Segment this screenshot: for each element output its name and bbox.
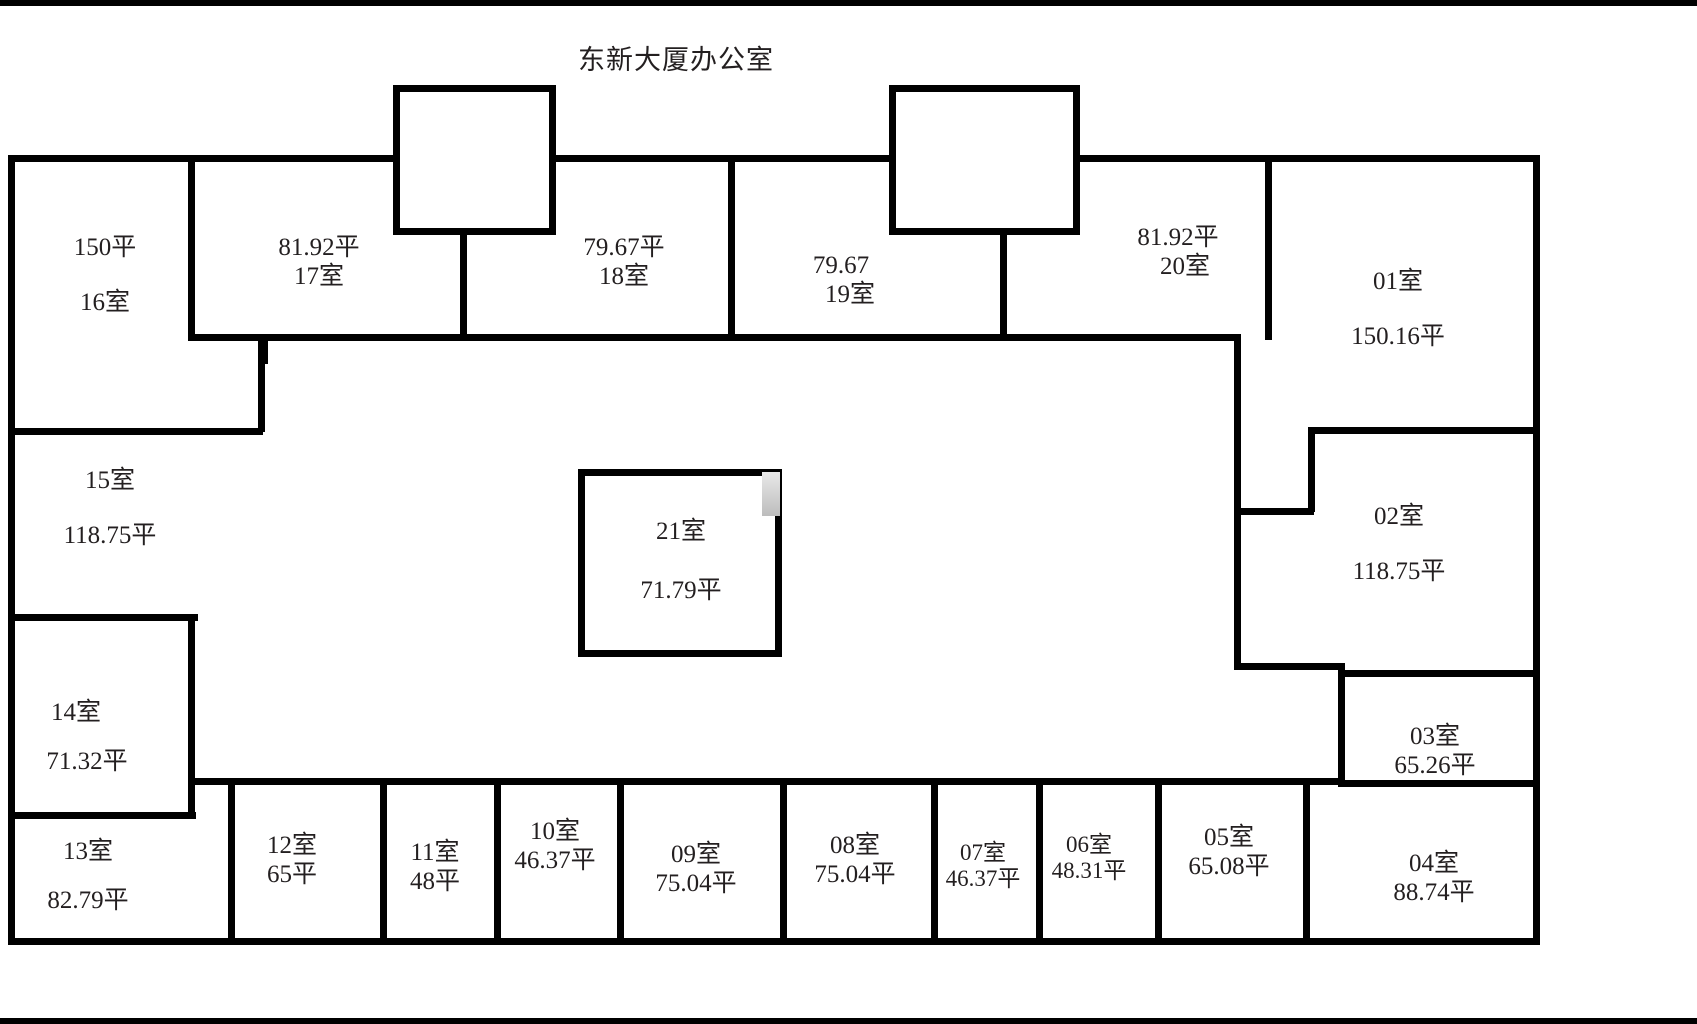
wall-01-02-inner-left — [1234, 334, 1241, 514]
room-label-21: 21室 71.79平 — [640, 518, 722, 604]
wall-top-mid — [549, 155, 891, 162]
wall-outer-right — [1533, 155, 1540, 945]
wall-corridor-north — [261, 334, 1241, 341]
wall-top-left — [8, 155, 393, 162]
wall-stairbox-b-top — [889, 85, 1079, 92]
room-label-17: 81.92平 17室 — [278, 234, 360, 290]
room-label-16: 150平 16室 — [73, 234, 137, 316]
room-label-15: 15室 118.75平 — [63, 467, 157, 549]
room-label-13: 13室 82.79平 — [47, 838, 129, 914]
wall-outer-bottom — [8, 938, 1540, 945]
wall-stairbox-b-left — [889, 85, 896, 235]
wall-20-01-divider — [1265, 155, 1272, 340]
room-label-02: 02室 118.75平 — [1352, 503, 1446, 585]
page-top-edge — [0, 0, 1697, 6]
wall-05-04-divider — [1303, 778, 1310, 944]
room-label-05: 05室 65.08平 — [1188, 824, 1270, 880]
wall-16-15-divider — [8, 428, 263, 435]
wall-07-06-divider — [1036, 778, 1043, 944]
wall-21-left — [578, 469, 585, 656]
room-label-07: 07室 46.37平 — [945, 840, 1021, 892]
wall-14-step — [188, 778, 195, 818]
wall-14-13-divider — [8, 812, 196, 819]
room-label-12: 12室 65平 — [266, 832, 318, 888]
wall-08-07-divider — [931, 778, 938, 944]
wall-outer-left — [8, 155, 15, 945]
wall-18-19-divider — [728, 155, 735, 340]
room-label-04: 04室 88.74平 — [1393, 850, 1475, 906]
room-label-10: 10室 46.37平 — [514, 818, 596, 874]
wall-21-top — [578, 469, 782, 476]
wall-14-right — [188, 614, 195, 784]
wall-11-10-divider — [494, 778, 501, 944]
wall-03-04-divider — [1338, 780, 1540, 787]
room-label-14: 14室 71.32平 — [46, 699, 128, 775]
page-title: 东新大厦办公室 — [578, 45, 774, 75]
wall-02-03-divider — [1338, 670, 1540, 677]
scan-artifact-mark — [762, 472, 780, 516]
wall-06-05-divider — [1155, 778, 1162, 944]
room-label-20: 81.92平 20室 — [1137, 224, 1219, 280]
wall-01-02-divider — [1308, 427, 1540, 434]
room-label-08: 08室 75.04平 — [814, 832, 896, 888]
wall-09-08-divider — [780, 778, 787, 944]
wall-stairbox-a-bottom — [393, 228, 555, 235]
wall-stairbox-b-bottom — [889, 228, 1079, 235]
wall-21-bottom — [578, 650, 782, 657]
wall-13-12-divider — [228, 778, 235, 944]
wall-15-14-divider — [8, 614, 198, 621]
wall-10-09-divider — [617, 778, 624, 944]
wall-16-corridor-jog — [188, 334, 268, 341]
room-label-09: 09室 75.04平 — [655, 841, 737, 897]
wall-stairbox-b-stem — [1000, 228, 1007, 340]
wall-02-bottom-left — [1234, 663, 1344, 670]
wall-16-17-divider — [188, 155, 195, 340]
wall-14-jog — [188, 778, 233, 785]
room-label-06: 06室 48.31平 — [1051, 832, 1127, 884]
room-label-18: 79.67平 18室 — [583, 234, 665, 290]
wall-02-jog-bottom — [1234, 508, 1314, 515]
wall-03-left — [1338, 663, 1345, 785]
page-bottom-edge — [0, 1018, 1697, 1024]
room-label-03: 03室 65.26平 — [1394, 723, 1476, 779]
wall-12-11-divider — [380, 778, 387, 944]
wall-stairbox-a-stem — [460, 228, 467, 340]
wall-stairbox-a-left — [393, 85, 400, 235]
wall-21-right — [775, 469, 782, 656]
room-label-11: 11室 48平 — [409, 839, 461, 895]
wall-stairbox-a-top — [393, 85, 555, 92]
wall-02-jog-left — [1308, 427, 1315, 512]
room-label-01: 01室 150.16平 — [1351, 268, 1445, 350]
wall-15-right — [258, 334, 265, 432]
wall-top-right — [1073, 155, 1540, 162]
room-label-19: 79.67 19室 — [812, 252, 876, 308]
wall-02-left — [1234, 508, 1241, 668]
